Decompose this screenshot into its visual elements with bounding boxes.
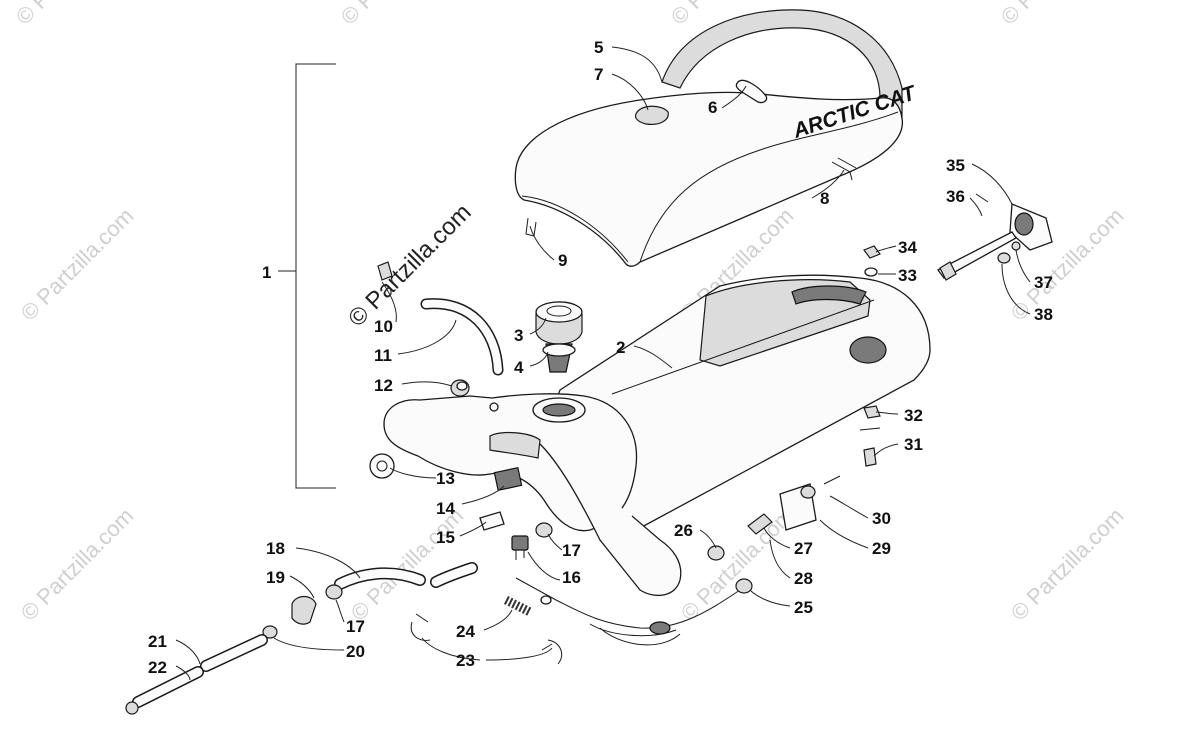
throttle-cable xyxy=(515,577,753,646)
callout-28: 28 xyxy=(794,569,813,588)
nut-32 xyxy=(863,405,881,419)
parts-illustration: ARCTIC CAT xyxy=(125,9,1053,715)
watermark: © Partzilla.com xyxy=(336,0,459,30)
callout-1: 1 xyxy=(262,263,271,282)
callout-33: 33 xyxy=(898,266,917,285)
watermark: © Partzilla.com xyxy=(1006,503,1129,626)
spring-clips xyxy=(410,613,563,665)
seat-emblem xyxy=(634,105,669,125)
fuel-line xyxy=(125,562,478,715)
fuel-decal xyxy=(493,466,523,492)
callout-37: 37 xyxy=(1034,273,1053,292)
callout-16: 16 xyxy=(562,568,581,587)
callout-4: 4 xyxy=(514,358,524,377)
callout-2: 2 xyxy=(616,338,625,357)
callout-5: 5 xyxy=(594,38,603,57)
throttle-spring xyxy=(503,595,533,617)
seat-pin xyxy=(525,217,537,237)
watermark: © Partzilla.com xyxy=(16,503,139,626)
callout-15: 15 xyxy=(436,528,455,547)
callout-23: 23 xyxy=(456,651,475,670)
seat-strap xyxy=(735,79,768,104)
callout-3: 3 xyxy=(514,326,523,345)
callout-38: 38 xyxy=(1034,305,1053,324)
choke-assembly xyxy=(937,193,1053,281)
callout-12: 12 xyxy=(374,376,393,395)
callout-7: 7 xyxy=(594,65,603,84)
watermark: © Partzilla.com xyxy=(346,503,469,626)
grommet xyxy=(450,379,470,397)
nut-34 xyxy=(863,245,881,259)
seat: ARCTIC CAT xyxy=(514,9,920,267)
callout-17-lower: 17 xyxy=(346,617,365,636)
seat-latch xyxy=(831,157,857,181)
callout-24: 24 xyxy=(456,622,475,641)
callout-14: 14 xyxy=(436,499,455,518)
callout-31: 31 xyxy=(904,435,923,454)
callout-19: 19 xyxy=(266,568,285,587)
fuel-valve xyxy=(511,522,553,560)
screw-31 xyxy=(859,427,881,467)
callout-35: 35 xyxy=(946,156,965,175)
callout-26: 26 xyxy=(674,521,693,540)
callout-34: 34 xyxy=(898,238,917,257)
vent-fitting xyxy=(377,261,393,281)
callout-18: 18 xyxy=(266,539,285,558)
callout-10: 10 xyxy=(374,317,393,336)
fuel-tank xyxy=(383,393,682,597)
leader-lines xyxy=(175,46,1031,681)
washer-26 xyxy=(707,545,725,561)
callout-27: 27 xyxy=(794,539,813,558)
watermark: © Partzilla.com xyxy=(11,0,134,30)
callout-8: 8 xyxy=(820,189,829,208)
callout-9: 9 xyxy=(558,251,567,270)
watermark: © Partzilla.com xyxy=(676,503,799,626)
watermark: © Partzilla.com xyxy=(16,203,139,326)
switch-assembly xyxy=(747,475,841,535)
callout-6: 6 xyxy=(708,98,717,117)
callout-17-upper: 17 xyxy=(562,541,581,560)
star-washer xyxy=(369,453,395,479)
fuel-clip xyxy=(479,511,505,531)
fuel-cap xyxy=(535,301,583,373)
callout-21: 21 xyxy=(148,632,167,651)
callout-22: 22 xyxy=(148,658,167,677)
callout-36: 36 xyxy=(946,187,965,206)
assembly-bracket xyxy=(278,63,336,489)
callout-29: 29 xyxy=(872,539,891,558)
callout-13: 13 xyxy=(436,469,455,488)
callout-11: 11 xyxy=(374,346,392,365)
callout-32: 32 xyxy=(904,406,923,425)
callout-labels: 1 2 3 4 5 6 7 8 9 10 11 12 13 14 15 16 1… xyxy=(148,38,1053,677)
watermark: © Partzilla.com xyxy=(996,0,1119,30)
vent-hose xyxy=(420,298,504,376)
callout-25: 25 xyxy=(794,598,813,617)
callout-30: 30 xyxy=(872,509,891,528)
washer-33 xyxy=(864,267,878,277)
callout-20: 20 xyxy=(346,642,365,661)
